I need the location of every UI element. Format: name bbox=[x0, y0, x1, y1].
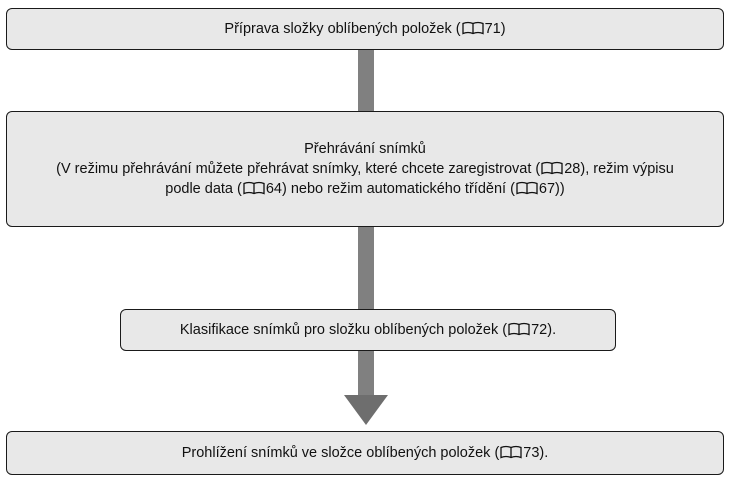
step-1-box: Příprava složky oblíbených položek ( 71) bbox=[6, 8, 724, 50]
book-icon bbox=[461, 21, 484, 35]
book-icon bbox=[243, 181, 265, 195]
step-2-line-3: podle data ( 64) nebo režim automatického… bbox=[56, 179, 674, 199]
step-2-page-ref-1: 28 bbox=[564, 161, 581, 177]
step-3-line-1: Klasifikace snímků pro složku oblíbených… bbox=[180, 320, 556, 340]
book-icon bbox=[508, 322, 530, 336]
flow-connector-3 bbox=[358, 351, 374, 395]
step-4-text-before: Prohlížení snímků ve složce oblíbených p… bbox=[181, 445, 500, 461]
book-icon bbox=[500, 445, 522, 459]
step-1-page-ref: 71 bbox=[484, 21, 501, 37]
step-2-line-3-middle: ) nebo režim automatického třídění ( bbox=[281, 181, 515, 197]
step-2-line-2-before: (V režimu přehrávání můžete přehrávat sn… bbox=[56, 161, 541, 177]
step-2-line-3-after: )) bbox=[555, 181, 565, 197]
step-4-text-after: ). bbox=[539, 445, 549, 461]
step-2-line-1: Přehrávání snímků bbox=[56, 139, 674, 159]
book-icon bbox=[541, 161, 563, 175]
step-1-text-after: ) bbox=[500, 21, 506, 37]
step-2-line-3-before: podle data ( bbox=[165, 181, 242, 197]
step-3-text-before: Klasifikace snímků pro složku oblíbených… bbox=[179, 322, 508, 338]
step-2-line-2-after: ), režim výpisu bbox=[580, 161, 674, 177]
step-4-line-1: Prohlížení snímků ve složce oblíbených p… bbox=[182, 443, 549, 463]
book-icon bbox=[516, 181, 538, 195]
step-3-box: Klasifikace snímků pro složku oblíbených… bbox=[120, 309, 616, 351]
step-4-page-ref: 73 bbox=[523, 445, 540, 461]
step-4-box: Prohlížení snímků ve složce oblíbených p… bbox=[6, 431, 724, 475]
step-2-box: Přehrávání snímků (V režimu přehrávání m… bbox=[6, 111, 724, 227]
step-2-page-ref-3: 67 bbox=[538, 181, 556, 197]
flow-connector-1 bbox=[358, 50, 374, 112]
step-3-text-after: ). bbox=[547, 322, 557, 338]
down-arrow-icon bbox=[344, 395, 388, 425]
step-2-page-ref-2: 64 bbox=[265, 181, 282, 197]
step-3-page-ref: 72 bbox=[531, 322, 548, 338]
flow-connector-2 bbox=[358, 227, 374, 310]
step-2-line-2: (V režimu přehrávání můžete přehrávat sn… bbox=[56, 159, 674, 179]
step-1-text-before: Příprava složky oblíbených položek ( bbox=[224, 21, 461, 37]
step-1-line-1: Příprava složky oblíbených položek ( 71) bbox=[224, 19, 505, 39]
step-2-title: Přehrávání snímků bbox=[304, 141, 426, 157]
